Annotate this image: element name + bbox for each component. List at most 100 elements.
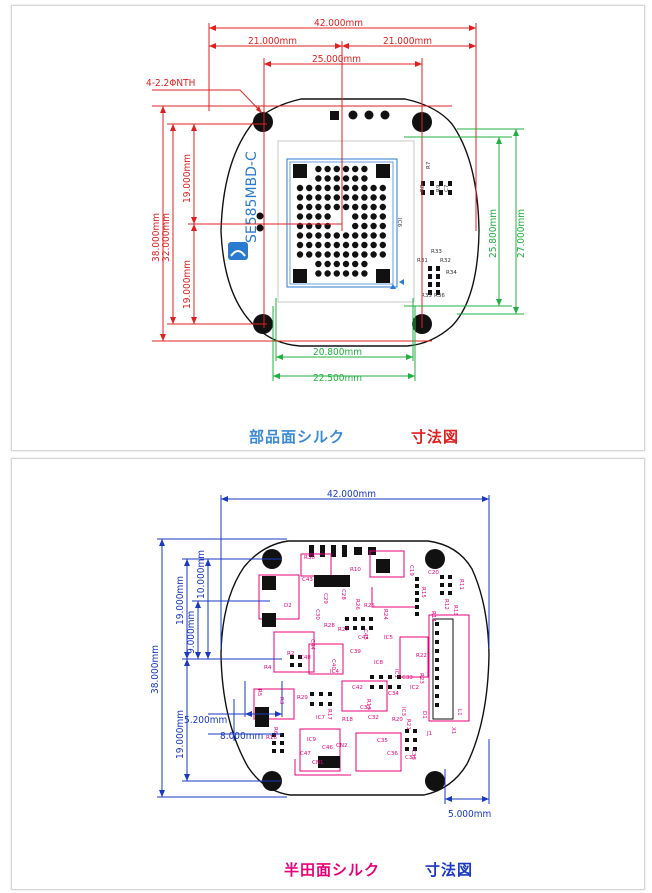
dim-label: 32.000mm xyxy=(161,213,172,262)
ref-label: C32 xyxy=(368,715,379,721)
smd-pad xyxy=(435,703,439,707)
dim-label: 19.000mm xyxy=(175,710,186,759)
ref-label: R18 xyxy=(342,717,353,723)
bga-ball xyxy=(352,165,359,173)
header-pads xyxy=(309,545,376,557)
pin1-marker xyxy=(390,284,396,289)
smd-pad xyxy=(435,694,439,698)
smd-pad xyxy=(369,617,373,621)
smd-pad xyxy=(345,626,349,630)
resistor-pad xyxy=(430,181,434,186)
bga-ball xyxy=(306,213,313,220)
dim-label: 19.000mm xyxy=(175,576,186,625)
bga-ball xyxy=(361,222,368,230)
bga-ball xyxy=(296,232,304,239)
caption-solder-silk: 半田面シルク xyxy=(284,861,381,879)
inductor-pad xyxy=(262,613,276,627)
ref-label: R19 xyxy=(365,699,371,710)
bga-ball xyxy=(315,213,322,220)
smd-pad xyxy=(405,747,409,751)
bga-ball xyxy=(370,203,377,211)
bga-ball xyxy=(361,232,368,239)
header-pad xyxy=(380,110,390,120)
bga-corner-pad xyxy=(293,164,307,178)
smd-pad xyxy=(280,749,284,753)
bga-ball xyxy=(315,260,322,268)
ref-label: R15 xyxy=(420,587,426,598)
ref-label: IC8 xyxy=(374,660,383,666)
ref-label: R22 xyxy=(416,653,427,659)
bga-ball xyxy=(361,241,368,249)
ref-label: R27 xyxy=(338,627,349,633)
ref-label: C45 xyxy=(362,629,368,640)
bga-ball xyxy=(324,194,331,201)
bga-ball xyxy=(379,184,386,192)
smd-pad xyxy=(435,640,439,644)
bga-ball xyxy=(324,241,331,249)
bga-ball xyxy=(324,270,331,277)
smd-pad xyxy=(440,575,444,579)
ref-label: C38 xyxy=(410,749,416,760)
dim-label: 5.200mm xyxy=(184,715,227,726)
smd-pad xyxy=(272,749,276,753)
bga-ball xyxy=(379,222,386,230)
ref-label: CN2 xyxy=(336,743,347,749)
smd-pad xyxy=(361,626,365,630)
smd-pad xyxy=(379,675,383,679)
bga-ball xyxy=(315,241,322,249)
keepout-frame xyxy=(277,140,415,303)
ref-label: C42 xyxy=(352,685,363,691)
caption-component-silk: 部品面シルク xyxy=(249,428,346,446)
bga-corner-pad xyxy=(376,164,390,178)
component-pad xyxy=(255,707,269,727)
component-pad xyxy=(318,756,340,768)
bga-ball xyxy=(296,203,304,211)
ref-label: C20 xyxy=(428,570,439,576)
smd-pad xyxy=(415,605,419,609)
smd-pad xyxy=(328,702,332,706)
dim-label: 20.800mm xyxy=(313,347,362,358)
bga-ball xyxy=(306,194,313,201)
ref-label: R11 xyxy=(458,579,464,590)
dim-label: 22.500mm xyxy=(313,373,362,384)
board-outline xyxy=(220,540,490,796)
ref-label: R2 xyxy=(287,651,294,657)
chip-label: IC6 xyxy=(396,218,402,227)
bga-ball xyxy=(342,165,350,173)
resistor-pad xyxy=(448,181,452,186)
ref-label: C7 xyxy=(444,184,450,192)
resistor-pad xyxy=(448,190,452,195)
ref-label: R32 xyxy=(440,258,451,264)
smd-pad xyxy=(413,738,417,742)
smd-pad xyxy=(448,575,452,579)
smd-pad xyxy=(435,649,439,653)
smd-pads xyxy=(272,575,452,753)
ref-label: C46 xyxy=(322,745,333,751)
ref-label: R9 xyxy=(436,184,442,192)
smd-pad xyxy=(353,617,357,621)
ref-label: C43 xyxy=(302,577,313,583)
smd-pad xyxy=(435,676,439,680)
ref-label: C40 xyxy=(330,659,336,670)
dim-label: 42.000mm xyxy=(314,18,363,29)
bga-ball xyxy=(342,232,350,239)
crystal-pad xyxy=(376,559,390,573)
smd-pad xyxy=(415,584,419,588)
bga-ball xyxy=(361,251,368,258)
ref-label: C44 xyxy=(309,639,315,650)
ref-label: C31 xyxy=(360,705,371,711)
smd-pad xyxy=(361,617,365,621)
bga-ball xyxy=(296,241,304,249)
bga-ball xyxy=(306,203,313,211)
smd-pad xyxy=(369,626,373,630)
bga-ball xyxy=(361,203,368,211)
smd-pad xyxy=(405,729,409,733)
ref-label: R20 xyxy=(392,717,403,723)
ref-label: C39 xyxy=(350,649,361,655)
bga-ball xyxy=(315,270,322,277)
bga-ball xyxy=(352,222,359,230)
ref-label: X1 xyxy=(450,727,456,734)
inductor-pad xyxy=(262,576,276,590)
resistor-pad xyxy=(428,274,432,279)
